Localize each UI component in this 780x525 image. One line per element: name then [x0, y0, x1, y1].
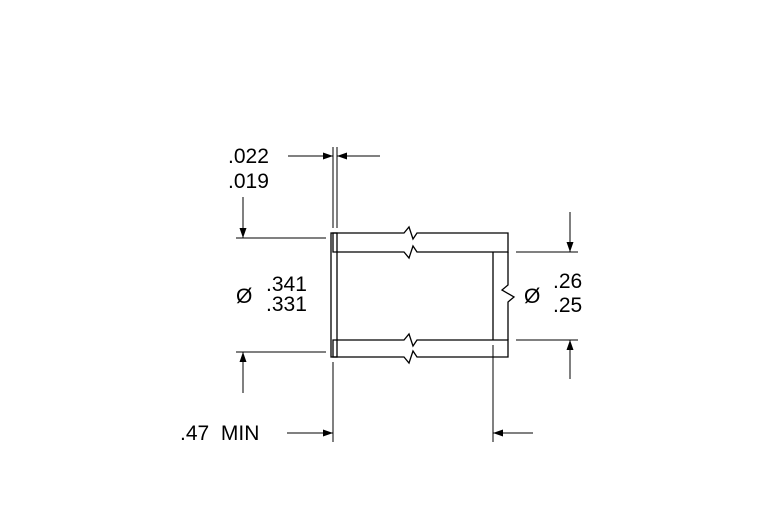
wall-thickness-max: .022	[228, 145, 269, 168]
bottom-wall-section	[332, 332, 509, 365]
tube-body	[330, 225, 516, 365]
inner-diameter-dimension: Ø .26 .25	[516, 212, 582, 379]
inner-diameter-min: .25	[553, 294, 582, 317]
inner-diameter-max: .26	[553, 270, 582, 293]
diameter-symbol: Ø	[236, 285, 252, 308]
outer-diameter-min: .331	[266, 293, 307, 316]
wall-thickness-min: .019	[228, 170, 269, 193]
break-line	[500, 252, 516, 340]
wall-thickness-dimension: .022 .019	[228, 145, 380, 228]
outer-diameter-max: .341	[266, 273, 307, 296]
top-wall-section	[332, 225, 509, 260]
outer-diameter-dimension: Ø .341 .331	[236, 197, 326, 393]
length-label: .47 MIN	[180, 422, 259, 445]
diameter-symbol: Ø	[524, 285, 540, 308]
length-dimension: .47 MIN	[180, 345, 533, 445]
end-flange	[330, 232, 338, 358]
